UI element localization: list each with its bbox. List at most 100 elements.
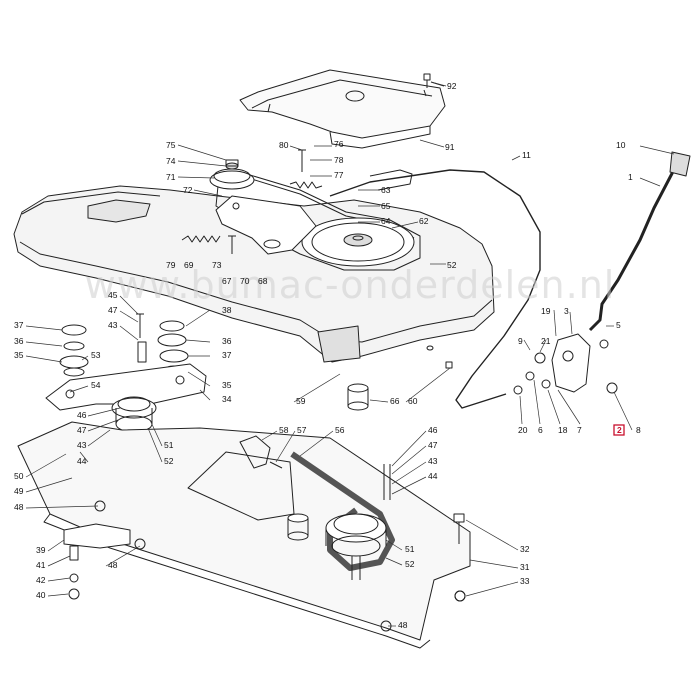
part-label: 62 (419, 216, 429, 226)
part-label: 20 (518, 425, 528, 435)
part-label: 5 (616, 320, 621, 330)
part-label: 38 (222, 305, 232, 315)
part-label: 41 (36, 560, 46, 570)
part-label: 70 (240, 276, 250, 286)
part-label: 48 (398, 620, 408, 630)
part-label: 67 (222, 276, 232, 286)
pulley-46-left-drawing (111, 396, 157, 433)
part-label: 69 (184, 260, 194, 270)
clamp-60-drawing (445, 361, 453, 369)
part-label: 46 (428, 425, 438, 435)
part-label: 68 (258, 276, 268, 286)
part-label: 35 (14, 350, 24, 360)
cover-plate-drawing (239, 69, 446, 149)
part-label: 1 (628, 172, 633, 182)
part-label: 91 (445, 142, 455, 152)
part-label: 60 (408, 396, 418, 406)
cable-11-drawing (329, 169, 541, 409)
part-label: 64 (381, 216, 391, 226)
part-label: 47 (108, 305, 118, 315)
part-label: 48 (108, 560, 118, 570)
part-label: 43 (77, 440, 87, 450)
pulley-51-right-drawing (325, 513, 387, 580)
tension-bracket-drawing (215, 195, 317, 255)
spring-79-drawing (181, 235, 221, 243)
part-label: 66 (390, 396, 400, 406)
part-label: 8 (636, 425, 641, 435)
part-label: 74 (166, 156, 176, 166)
part-label: 46 (77, 410, 87, 420)
part-label: 57 (297, 425, 307, 435)
part-label: 42 (36, 575, 46, 585)
part-label: 11 (522, 150, 531, 160)
part-label: 92 (447, 81, 457, 91)
leader-lines (25, 81, 675, 627)
bolt-57-drawing (269, 461, 283, 469)
part-label: 75 (166, 140, 176, 150)
part-label: 31 (520, 562, 530, 572)
bolt-92-drawing (423, 73, 445, 88)
part-label: 3 (564, 306, 569, 316)
part-label: 72 (183, 185, 193, 195)
bracket-39-drawing (63, 523, 131, 549)
part-label: 35 (222, 380, 232, 390)
spacer-plate-drawing (287, 513, 309, 541)
part-label: 19 (541, 306, 551, 316)
part-label: 39 (36, 545, 46, 555)
washers-drawing (513, 352, 618, 395)
part-label: 44 (77, 456, 87, 466)
part-label: 40 (36, 590, 46, 600)
part-label: 52 (447, 260, 457, 270)
part-label: 32 (520, 544, 530, 554)
part-label: 6 (538, 425, 543, 435)
part-label: 71 (166, 172, 176, 182)
part-label: 53 (91, 350, 101, 360)
spacer-66-drawing (347, 383, 369, 411)
part-label: 51 (164, 440, 174, 450)
highlighted-part-label[interactable]: 2 (617, 425, 622, 435)
bracket-34-drawing (45, 363, 207, 411)
part-label: 47 (428, 440, 438, 450)
part-label: 10 (616, 140, 626, 150)
pulley-71-drawing (209, 159, 255, 190)
pulley-62-drawing (301, 217, 415, 267)
part-label: 49 (14, 486, 24, 496)
bolt-80-drawing (298, 149, 306, 172)
bracket-3-drawing (551, 333, 609, 393)
part-label: 52 (405, 559, 415, 569)
part-label: 18 (558, 425, 568, 435)
part-label: 58 (279, 425, 289, 435)
part-label: 36 (14, 336, 24, 346)
part-label: 48 (14, 502, 24, 512)
part-label: 80 (279, 140, 289, 150)
left-hardware-drawing (68, 545, 80, 600)
part-label: 43 (108, 320, 118, 330)
part-label: 43 (428, 456, 438, 466)
part-label: 56 (335, 425, 345, 435)
part-label: 63 (381, 185, 391, 195)
part-label: 37 (222, 350, 232, 360)
part-label: 73 (212, 260, 222, 270)
part-label: 44 (428, 471, 438, 481)
watermark: www.bumac-onderdelen.nl (85, 263, 616, 307)
part-label: 76 (334, 139, 344, 149)
part-label: 36 (222, 336, 232, 346)
part-label: 52 (164, 456, 174, 466)
left-pulley-assembly-drawing (59, 313, 189, 377)
part-label: 45 (108, 290, 118, 300)
part-label: 34 (222, 394, 232, 404)
part-label: 77 (334, 170, 344, 180)
post-46-right-drawing (383, 464, 391, 500)
part-label: 54 (91, 380, 101, 390)
part-label: 59 (296, 396, 306, 406)
part-label: 7 (577, 425, 582, 435)
part-label: 78 (334, 155, 344, 165)
part-label: 65 (381, 201, 391, 211)
highlight-box (613, 424, 625, 436)
part-label: 33 (520, 576, 530, 586)
part-label: 79 (166, 260, 176, 270)
part-label: 47 (77, 425, 87, 435)
part-label: 51 (405, 544, 415, 554)
bolt-73-drawing (228, 235, 236, 254)
